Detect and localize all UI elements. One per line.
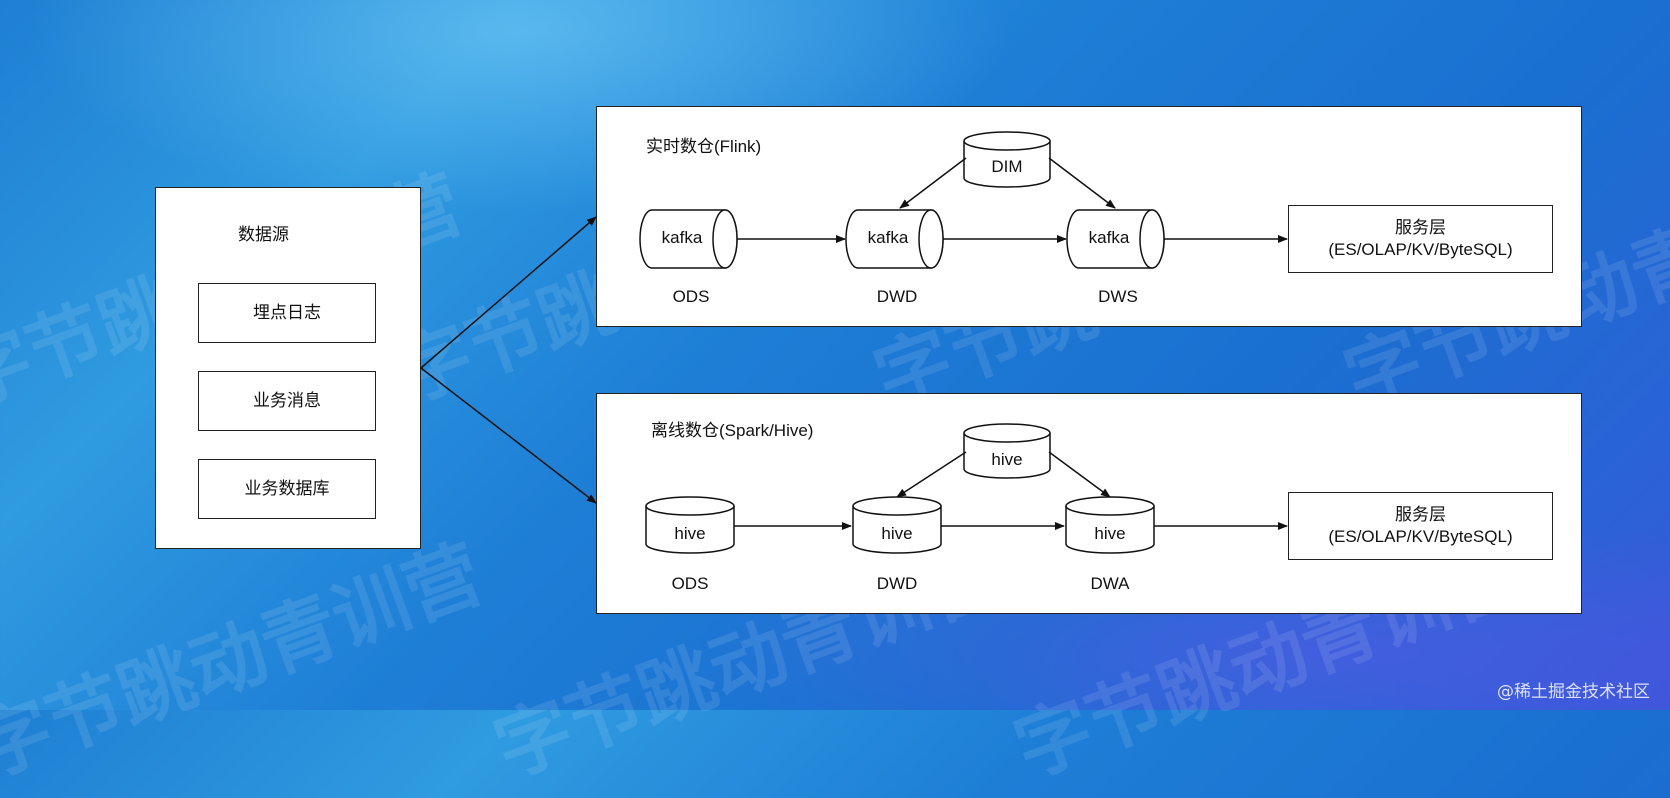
realtime-dim-label: DIM bbox=[991, 157, 1023, 176]
offline-ods-cylinder-icon bbox=[645, 496, 735, 554]
realtime-ods-cylinder-label: kafka bbox=[661, 228, 703, 247]
realtime-dws-cylinder-label: kafka bbox=[1088, 228, 1130, 247]
offline-dwd-cylinder-label: hive bbox=[881, 524, 913, 543]
offline-dwa-cylinder-label: hive bbox=[1094, 524, 1126, 543]
offline-dim-label: hive bbox=[991, 450, 1023, 469]
service-layer-title: 服务层 bbox=[1395, 218, 1446, 237]
realtime-warehouse-title: 实时数仓(Flink) bbox=[646, 137, 762, 156]
offline-layer-ods: ODS bbox=[671, 574, 709, 593]
footer-credit: @稀土掘金技术社区 bbox=[1497, 682, 1650, 702]
source-item-business-message: 业务消息 bbox=[198, 371, 376, 431]
offline-layer-dwa: DWA bbox=[1090, 574, 1130, 593]
data-source-title: 数据源 bbox=[238, 225, 289, 244]
realtime-dwd-cylinder-icon bbox=[845, 209, 944, 269]
offline-service-layer-box: 服务层 (ES/OLAP/KV/ByteSQL) bbox=[1288, 492, 1553, 560]
arrow-dim-to-dwd bbox=[899, 157, 967, 209]
arrow-source-to-offline bbox=[420, 367, 597, 504]
realtime-ods-cylinder-icon bbox=[639, 209, 738, 269]
source-item-tracking-log: 埋点日志 bbox=[198, 283, 376, 343]
service-layer-detail: (ES/OLAP/KV/ByteSQL) bbox=[1328, 527, 1513, 546]
offline-dwa-cylinder-icon bbox=[1065, 496, 1155, 554]
realtime-layer-dwd: DWD bbox=[876, 287, 918, 306]
arrow-source-to-realtime bbox=[420, 216, 597, 369]
offline-ods-cylinder-label: hive bbox=[674, 524, 706, 543]
realtime-dwd-cylinder-label: kafka bbox=[867, 228, 909, 247]
arrow-dim-to-dws bbox=[1048, 157, 1116, 209]
realtime-dws-cylinder-icon bbox=[1066, 209, 1165, 269]
source-item-business-db: 业务数据库 bbox=[198, 459, 376, 519]
realtime-service-layer-box: 服务层 (ES/OLAP/KV/ByteSQL) bbox=[1288, 205, 1553, 273]
realtime-layer-dws: DWS bbox=[1098, 287, 1138, 306]
offline-dwd-cylinder-icon bbox=[852, 496, 942, 554]
arrow-offline-dim-to-dwa bbox=[1048, 451, 1111, 498]
offline-dim-cylinder-icon bbox=[963, 423, 1051, 479]
service-layer-title: 服务层 bbox=[1395, 505, 1446, 524]
realtime-dim-cylinder-icon bbox=[963, 131, 1051, 188]
arrow-offline-dim-to-dwd bbox=[896, 451, 967, 498]
offline-layer-dwd: DWD bbox=[876, 574, 918, 593]
offline-warehouse-title: 离线数仓(Spark/Hive) bbox=[651, 421, 814, 440]
realtime-layer-ods: ODS bbox=[672, 287, 710, 306]
diagram-canvas bbox=[420, 131, 1288, 554]
service-layer-detail: (ES/OLAP/KV/ByteSQL) bbox=[1328, 240, 1513, 259]
